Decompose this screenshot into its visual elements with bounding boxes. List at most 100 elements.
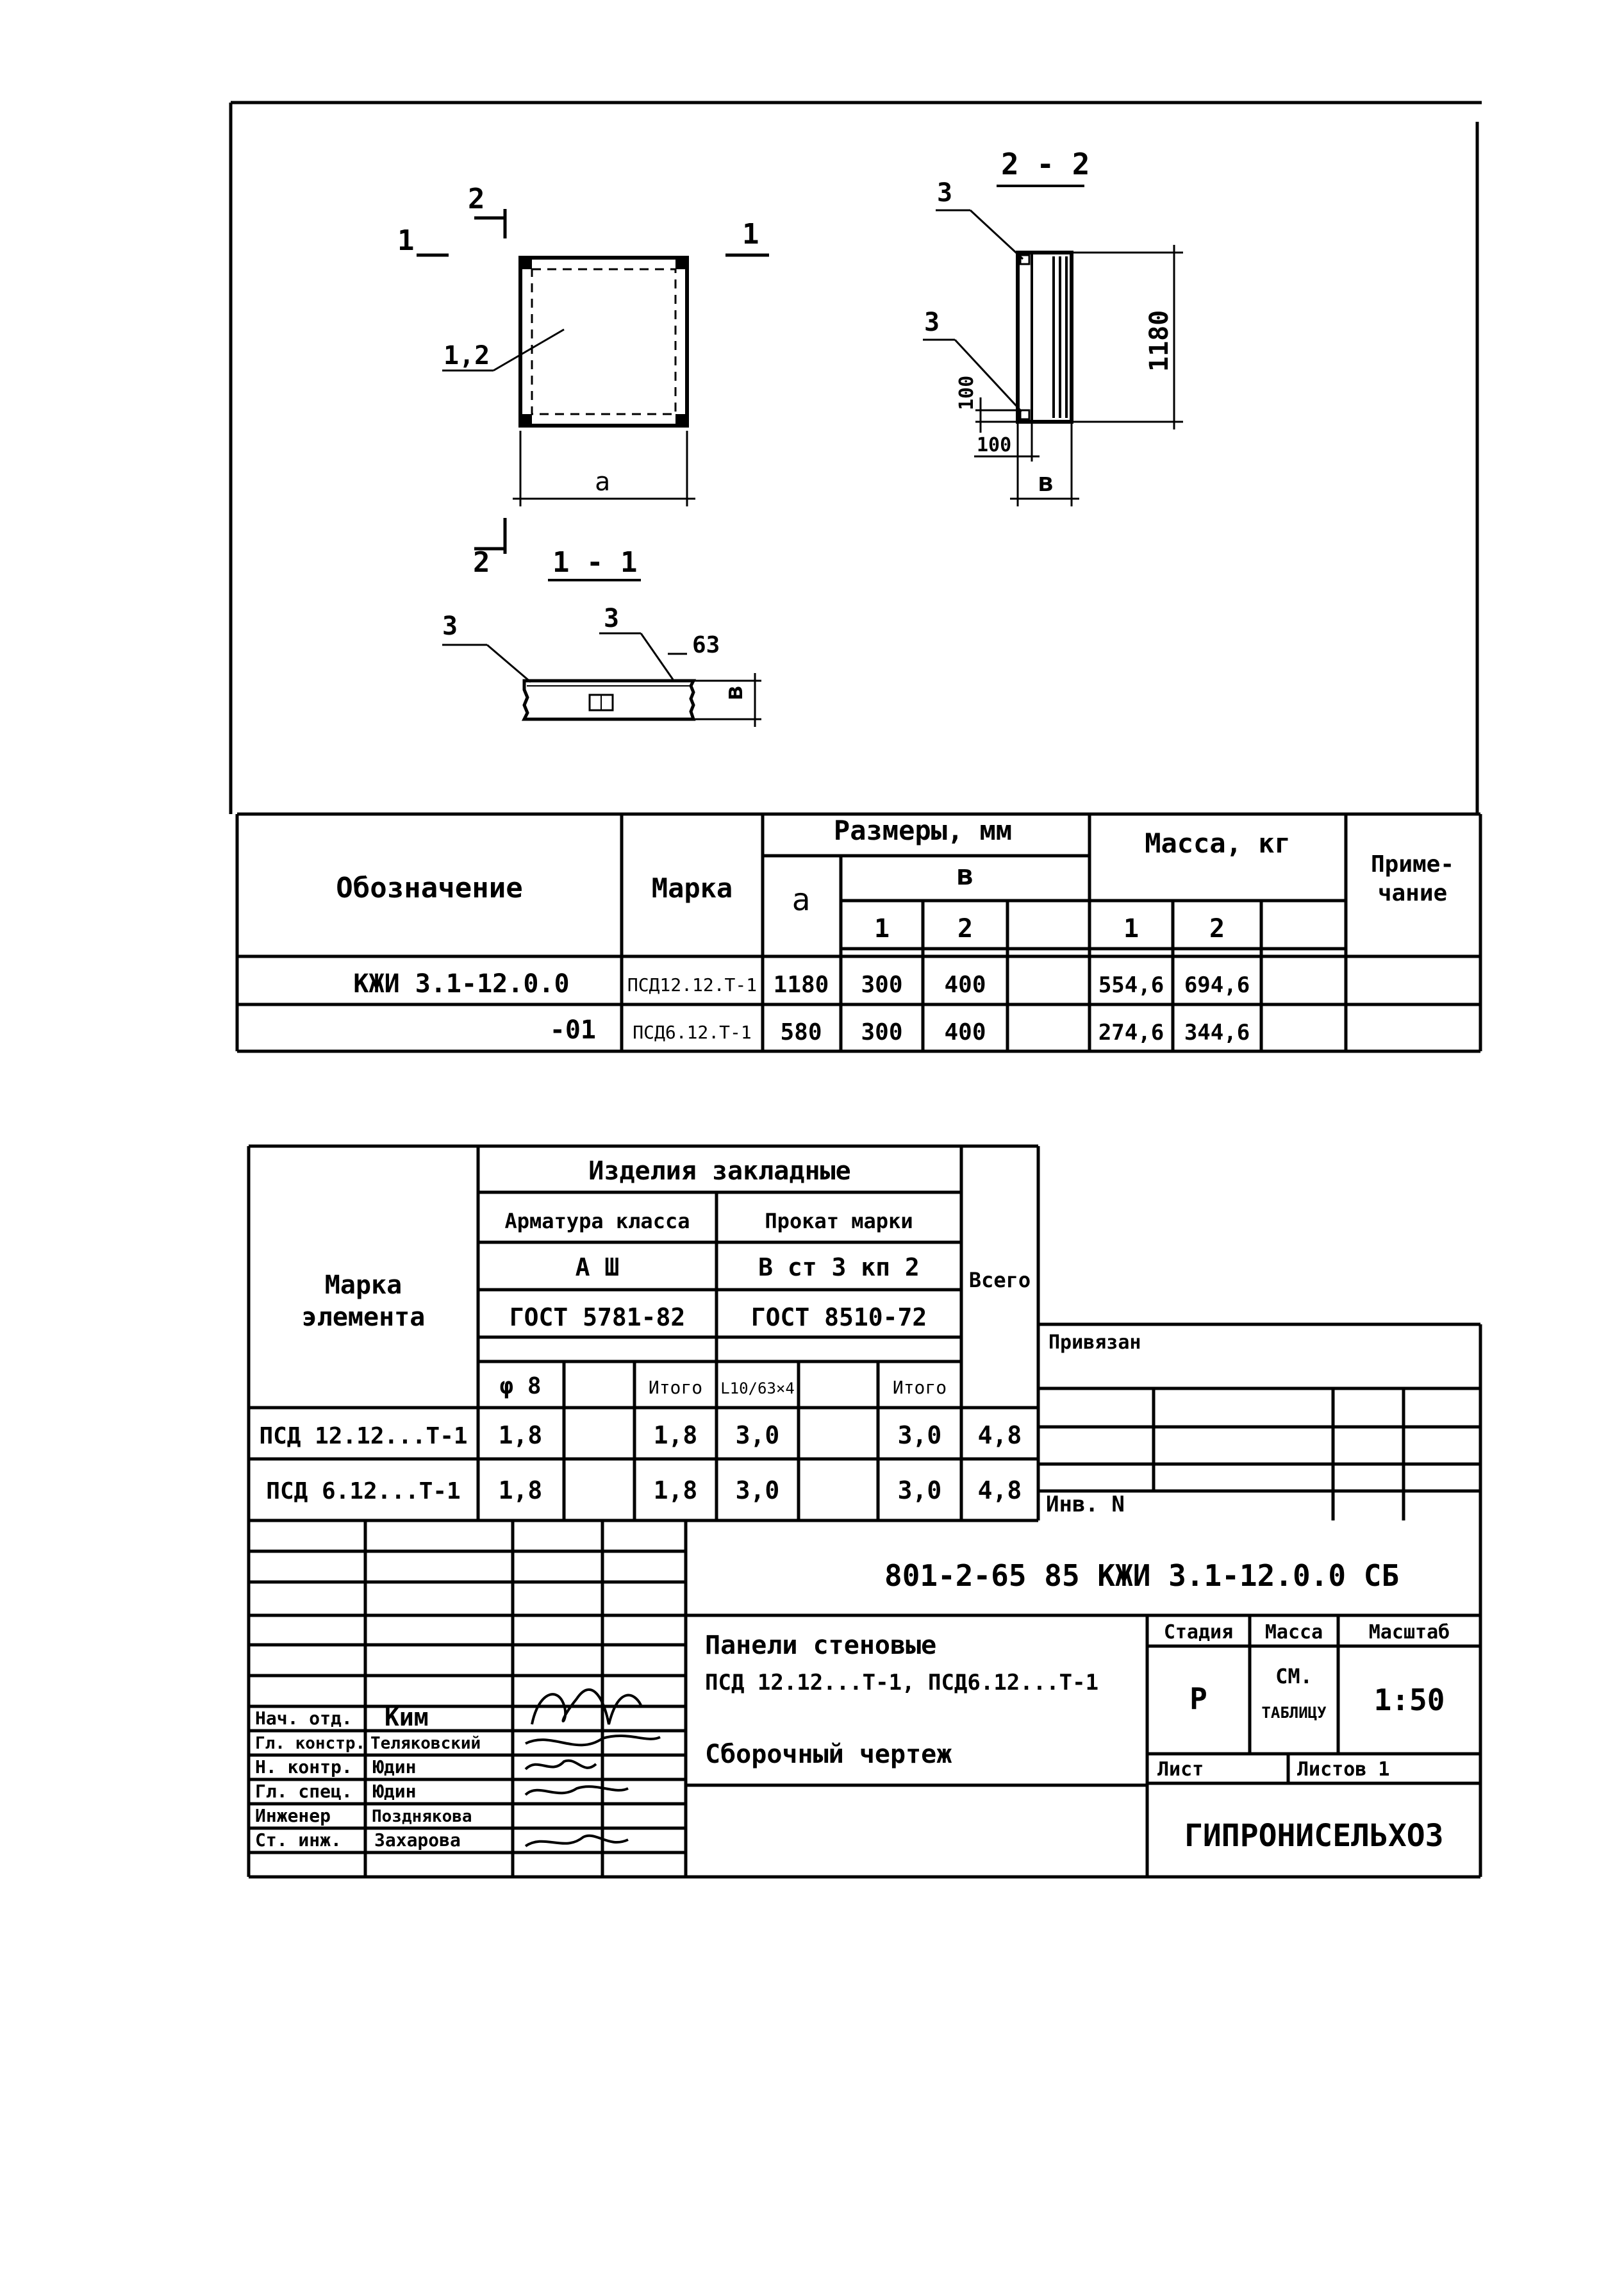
dimension-63: 63 — [692, 632, 720, 658]
position-3-label-d: 3 — [924, 308, 940, 337]
header-mass: Масса, кг — [1145, 828, 1291, 859]
header-rolled-grade: Прокат марки — [765, 1209, 913, 1233]
position-3-label-a: 3 — [442, 612, 458, 641]
header-note: Приме-чание — [1371, 851, 1454, 906]
role-3: Н. контр. — [255, 1756, 352, 1778]
col-total-rolled: Итого — [893, 1377, 947, 1398]
signatures — [524, 1688, 661, 1847]
dimension-100-vertical: 100 — [956, 376, 978, 410]
header-designation: Обозначение — [336, 872, 522, 904]
scale-value: 1:50 — [1374, 1683, 1445, 1717]
row2-total-rebar: 1,8 — [654, 1476, 698, 1504]
specification-table — [235, 812, 1482, 1053]
section-1-1-title: 1 - 1 — [552, 546, 637, 579]
name-2: Теляковский — [370, 1734, 481, 1753]
row2-a: 580 — [780, 1019, 822, 1045]
section-1-1: 1 - 1 3 3 63 в — [442, 546, 761, 727]
mass-value-line2: ТАБЛИЦУ — [1261, 1704, 1327, 1722]
cut-mark-2-top: 2 — [468, 183, 485, 215]
role-4: Гл. спец. — [255, 1781, 352, 1802]
dimension-b-rotated: в — [720, 685, 748, 700]
binding-grid — [1038, 1322, 1482, 1520]
row2-m1: 274,6 — [1098, 1020, 1164, 1045]
col-total-rebar: Итого — [649, 1377, 702, 1398]
section-2-2: 2 - 2 3 3 1180 100 100 в — [923, 147, 1183, 506]
cut-mark-1-right: 1 — [742, 218, 759, 251]
section-2-2-title: 2 - 2 — [1001, 147, 1090, 181]
dimension-a: a — [595, 467, 610, 497]
mass-label: Масса — [1265, 1621, 1323, 1644]
row1-all: 4,8 — [978, 1421, 1022, 1449]
name-3: Юдин — [373, 1756, 416, 1778]
position-1-2-label: 1,2 — [443, 341, 490, 371]
role-5: Инженер — [255, 1805, 331, 1826]
row2-total-rolled: 3,0 — [898, 1476, 942, 1504]
header-a: a — [792, 882, 811, 918]
drawing-code: 801-2-65 85 КЖИ 3.1-12.0.0 СБ — [884, 1558, 1399, 1593]
header-b1: 1 — [874, 914, 890, 944]
scale-label: Масштаб — [1369, 1621, 1450, 1644]
row1-element: ПСД 12.12...Т-1 — [259, 1423, 467, 1449]
organization-name: ГИПРОНИСЕЛЬХОЗ — [1184, 1818, 1444, 1854]
stage-value: Р — [1189, 1681, 1207, 1716]
header-b: в — [957, 859, 974, 892]
row2-phi8: 1,8 — [499, 1476, 543, 1504]
dimension-100-horizontal: 100 — [977, 434, 1011, 456]
rebar-gost: ГОСТ 5781-82 — [510, 1303, 686, 1331]
cut-mark-1-left: 1 — [397, 224, 415, 257]
role-1: Нач. отд. — [255, 1708, 352, 1729]
mass-value-line1: СМ. — [1275, 1664, 1313, 1688]
dimension-b: в — [1038, 468, 1054, 497]
cut-mark-2-bottom: 2 — [473, 546, 490, 579]
header-sizes: Размеры, мм — [834, 815, 1012, 846]
row1-angle: 3,0 — [736, 1421, 780, 1449]
row1-a: 1180 — [774, 972, 829, 998]
row1-phi8: 1,8 — [499, 1421, 543, 1449]
sheet-label: Лист — [1157, 1758, 1204, 1781]
header-m2: 2 — [1209, 914, 1225, 944]
row2-mark: ПСД6.12.Т-1 — [633, 1022, 751, 1043]
title-block-text: 801-2-65 85 КЖИ 3.1-12.0.0 СБ Панели сте… — [255, 1558, 1450, 1854]
role-2: Гл. констр. — [255, 1734, 365, 1753]
row1-designation: КЖИ 3.1-12.0.0 — [353, 969, 569, 999]
row2-all: 4,8 — [978, 1476, 1022, 1504]
stage-label: Стадия — [1164, 1621, 1233, 1644]
header-m1: 1 — [1123, 914, 1139, 944]
name-1: Ким — [385, 1703, 429, 1731]
embedded-items-table — [247, 1144, 1040, 1522]
row1-b1: 300 — [861, 972, 902, 998]
title-line-1: Панели стеновые — [705, 1631, 936, 1660]
row1-b2: 400 — [944, 972, 986, 998]
row2-b2: 400 — [944, 1019, 986, 1045]
row2-m2: 344,6 — [1184, 1020, 1250, 1045]
header-rebar-class: Арматура класса — [505, 1209, 690, 1233]
row1-mark: ПСД12.12.Т-1 — [627, 974, 757, 995]
title-line-3: Сборочный чертеж — [705, 1740, 952, 1769]
position-3-label-c: 3 — [937, 178, 952, 208]
name-5: Позднякова — [372, 1807, 472, 1826]
position-3-label-b: 3 — [604, 604, 619, 633]
inventory-number-label: Инв. N — [1046, 1492, 1125, 1517]
col-phi8: φ 8 — [499, 1373, 541, 1399]
row2-element: ПСД 6.12...Т-1 — [266, 1478, 460, 1504]
header-embedded-items: Изделия закладные — [588, 1156, 850, 1186]
name-4: Юдин — [373, 1781, 416, 1802]
header-mark: Марка — [652, 872, 733, 904]
title-line-2: ПСД 12.12...Т-1, ПСД6.12...Т-1 — [705, 1670, 1098, 1695]
row2-angle: 3,0 — [736, 1476, 780, 1504]
name-6: Захарова — [374, 1829, 461, 1851]
rebar-class-value: А Ш — [576, 1253, 620, 1281]
row1-total-rolled: 3,0 — [898, 1421, 942, 1449]
header-total: Всего — [969, 1268, 1031, 1292]
row1-total-rebar: 1,8 — [654, 1421, 698, 1449]
dimension-1180: 1180 — [1145, 310, 1174, 372]
sheets-label: Листов 1 — [1297, 1758, 1390, 1781]
row2-b1: 300 — [861, 1019, 902, 1045]
row1-m2: 694,6 — [1184, 972, 1250, 998]
specification-table-text: Обозначение Марка Размеры, мм a в 1 2 Ма… — [336, 815, 1454, 1045]
rolled-grade-value: В ст 3 кп 2 — [758, 1253, 920, 1281]
rolled-gost: ГОСТ 8510-72 — [751, 1303, 927, 1331]
privyazan-label: Привязан — [1048, 1331, 1141, 1354]
